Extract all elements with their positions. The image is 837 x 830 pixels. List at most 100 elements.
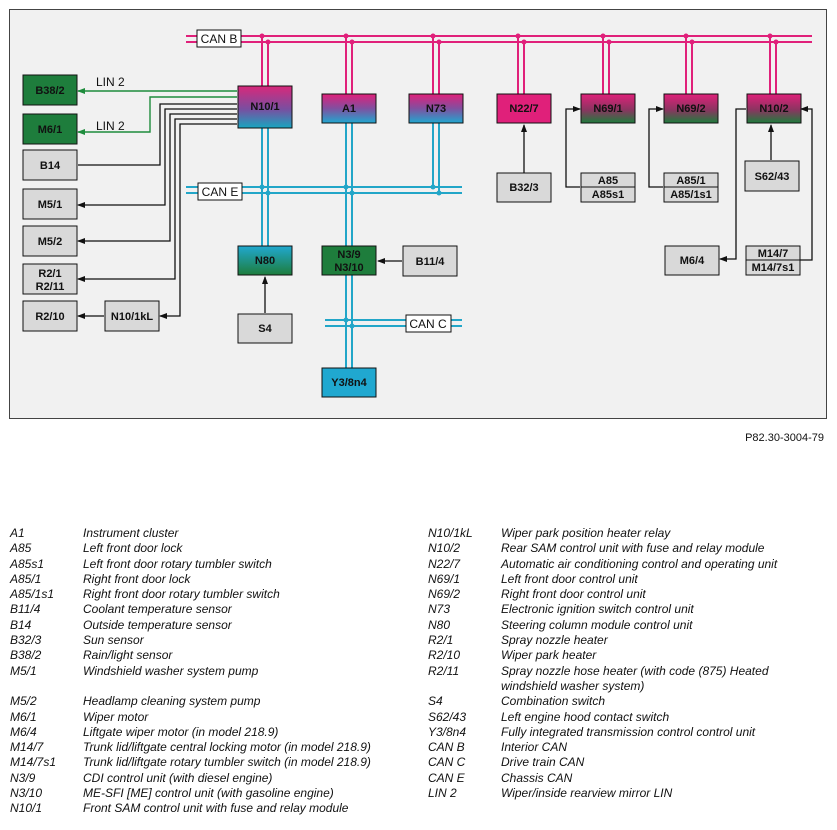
legend-code: M6/1 bbox=[10, 709, 37, 724]
component-b14: B14 bbox=[22, 149, 78, 181]
legend-description: Left front door control unit bbox=[501, 571, 638, 586]
svg-text:N10/1kL: N10/1kL bbox=[111, 311, 153, 323]
can-b-label: CAN B bbox=[196, 29, 242, 48]
svg-text:B32/3: B32/3 bbox=[509, 182, 538, 194]
legend-description: Electronic ignition switch control unit bbox=[501, 602, 694, 617]
legend-code: N22/7 bbox=[428, 556, 461, 571]
legend-description: Rear SAM control unit with fuse and rela… bbox=[501, 541, 765, 556]
component-n10-2: N10/2 bbox=[746, 93, 802, 124]
legend-description bbox=[83, 679, 420, 694]
legend-description: Outside temperature sensor bbox=[83, 617, 232, 632]
svg-text:N69/1: N69/1 bbox=[593, 103, 622, 115]
legend-description: Wiper motor bbox=[83, 709, 149, 724]
can-e-label: CAN E bbox=[197, 182, 243, 201]
legend-code: LIN 2 bbox=[428, 786, 457, 801]
legend-row bbox=[10, 679, 420, 694]
legend-code: A1 bbox=[10, 526, 25, 540]
svg-text:A85: A85 bbox=[598, 175, 618, 187]
component-y3-8n4: Y3/8n4 bbox=[321, 367, 377, 398]
component-b38-2: B38/2 bbox=[22, 74, 78, 106]
lin-2-label-bottom: LIN 2 bbox=[96, 119, 125, 133]
legend-code: CAN C bbox=[428, 755, 466, 770]
legend-code: R2/1 bbox=[428, 633, 454, 648]
legend-description: Drive train CAN bbox=[501, 755, 585, 770]
svg-text:N10/1: N10/1 bbox=[250, 101, 279, 113]
legend-description: Sun sensor bbox=[83, 633, 144, 648]
figure-reference: P82.30-3004-79 bbox=[745, 432, 824, 444]
legend-code: Y3/8n4 bbox=[428, 724, 467, 739]
component-n10-1kl: N10/1kL bbox=[104, 300, 160, 332]
svg-text:A85/1s1: A85/1s1 bbox=[670, 189, 712, 201]
component-m6-4: M6/4 bbox=[664, 245, 720, 276]
legend-description: CDI control unit (with diesel engine) bbox=[83, 770, 273, 785]
diagram-frame bbox=[9, 9, 827, 419]
legend-description: ME-SFI [ME] control unit (with gasoline … bbox=[83, 786, 334, 801]
legend-row: N69/1 Left front door control unit bbox=[428, 572, 828, 587]
can-c-junctions bbox=[343, 317, 355, 329]
legend-code: M5/1 bbox=[10, 663, 37, 678]
legend-description: Automatic air conditioning control and o… bbox=[501, 556, 778, 571]
legend-row: N3/9 CDI control unit (with diesel engine… bbox=[10, 771, 420, 786]
legend-description: Left front door rotary tumbler switch bbox=[83, 556, 272, 571]
svg-text:A85s1: A85s1 bbox=[592, 189, 624, 201]
svg-text:Y3/8n4: Y3/8n4 bbox=[331, 377, 367, 389]
lin-2-label-top: LIN 2 bbox=[96, 75, 125, 89]
legend-code: S4 bbox=[428, 694, 443, 709]
legend-description: Steering column module control unit bbox=[501, 617, 693, 632]
legend-description: Right front door lock bbox=[83, 571, 191, 586]
legend-row: N22/7 Automatic air conditioning control … bbox=[428, 557, 828, 572]
svg-text:R2/1: R2/1 bbox=[38, 268, 61, 280]
svg-text:CAN B: CAN B bbox=[201, 32, 238, 46]
legend-code: B14 bbox=[10, 617, 32, 632]
discrete-wires bbox=[77, 103, 813, 319]
legend-description: Spray nozzle heater bbox=[501, 633, 608, 648]
svg-text:B14: B14 bbox=[40, 160, 61, 172]
component-s62-43: S62/43 bbox=[744, 160, 800, 192]
legend-description: Wiper/inside rearview mirror LIN bbox=[501, 786, 673, 801]
component-r2-1-r2-11: R2/1 R2/11 bbox=[22, 263, 78, 295]
svg-text:N69/2: N69/2 bbox=[676, 103, 705, 115]
legend-code: A85s1 bbox=[10, 556, 45, 571]
svg-text:N80: N80 bbox=[255, 255, 275, 267]
legend-row: M14/7 Trunk lid/liftgate central locking … bbox=[10, 740, 420, 755]
legend-code: N69/1 bbox=[428, 571, 461, 586]
svg-text:M6/4: M6/4 bbox=[680, 255, 705, 267]
legend-code: M14/7s1 bbox=[10, 755, 57, 770]
svg-text:N3/9: N3/9 bbox=[337, 249, 360, 261]
legend-code: M5/2 bbox=[10, 694, 37, 709]
legend-description: Fully integrated transmission control co… bbox=[501, 724, 756, 739]
legend-code: A85/1s1 bbox=[10, 587, 55, 602]
legend-description: Interior CAN bbox=[501, 740, 568, 755]
legend-description: Wiper park heater bbox=[501, 648, 597, 663]
component-a85-a85s1: A85 A85s1 bbox=[580, 172, 636, 203]
svg-text:A1: A1 bbox=[342, 103, 356, 115]
legend-code: N3/9 bbox=[10, 770, 36, 785]
svg-text:M14/7: M14/7 bbox=[758, 248, 789, 260]
legend-code: N69/2 bbox=[428, 587, 461, 602]
svg-text:S62/43: S62/43 bbox=[755, 171, 790, 183]
legend-description: Trunk lid/liftgate central locking motor… bbox=[83, 740, 371, 755]
legend-code: N80 bbox=[428, 617, 451, 632]
svg-text:M5/1: M5/1 bbox=[38, 199, 62, 211]
component-n69-2: N69/2 bbox=[663, 93, 719, 124]
legend-code: M14/7 bbox=[10, 740, 44, 755]
legend-code: R2/11 bbox=[428, 663, 460, 678]
svg-text:N3/10: N3/10 bbox=[334, 262, 363, 274]
svg-text:CAN C: CAN C bbox=[409, 317, 447, 331]
component-m5-1: M5/1 bbox=[22, 188, 78, 220]
can-b-bus bbox=[186, 35, 812, 43]
component-s4: S4 bbox=[237, 313, 293, 344]
